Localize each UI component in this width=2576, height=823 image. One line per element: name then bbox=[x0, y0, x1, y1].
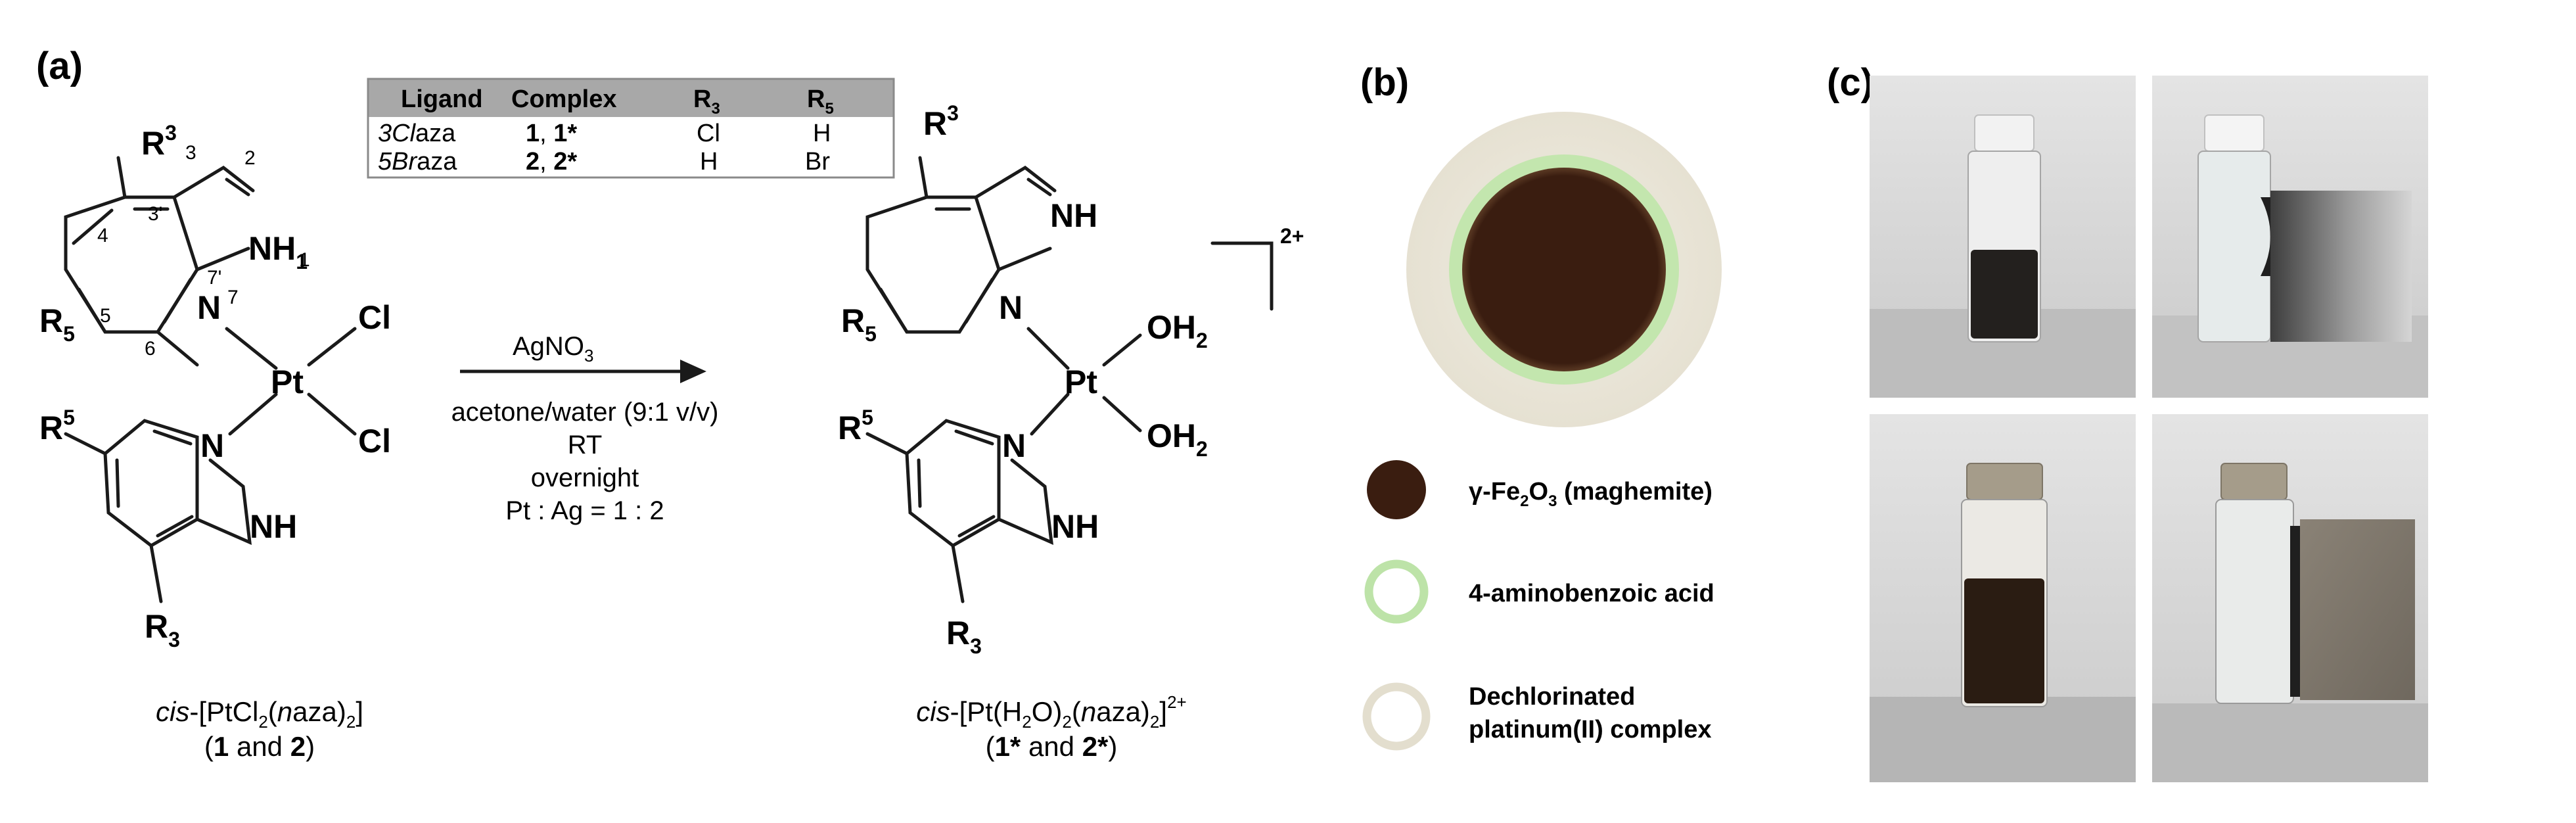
product-charge: 2+ bbox=[1280, 224, 1304, 248]
panel-label-b: (b) bbox=[1360, 61, 1409, 104]
vial-liquid bbox=[1964, 578, 2044, 703]
photo-vial-magnet-2 bbox=[2152, 414, 2428, 782]
reagent-label: AgNO3 bbox=[513, 332, 593, 365]
table-row-1-ligand: 3Claza bbox=[378, 120, 456, 147]
panel-label-c: (c) bbox=[1827, 61, 1874, 104]
nanoparticle-illustration bbox=[1406, 112, 1722, 427]
legend-label-core: γ-Fe2O3 (maghemite) bbox=[1469, 478, 1713, 510]
table-row-2-ligand: 5Braza bbox=[378, 148, 457, 176]
vial-cap bbox=[1966, 463, 2043, 500]
photo-vial-magnet-1 bbox=[2152, 76, 2428, 398]
vial-liquid bbox=[1971, 250, 2038, 339]
photo-vial-dispersed bbox=[1870, 76, 2136, 398]
condition-ratio: Pt : Ag = 1 : 2 bbox=[505, 496, 664, 525]
product-r3-top: R3 bbox=[923, 101, 959, 142]
ring-number-1: 1 bbox=[299, 249, 310, 271]
legend-swatch-shell bbox=[1364, 559, 1429, 624]
product-oh2-top: OH2 bbox=[1147, 309, 1208, 352]
vial-glass bbox=[2197, 151, 2271, 342]
product-r5-left: R5 bbox=[841, 302, 877, 346]
product-n-top: N bbox=[999, 289, 1023, 326]
reactant-cl-top: Cl bbox=[358, 299, 391, 336]
ring-number-4: 4 bbox=[97, 225, 108, 247]
ring-number-5: 5 bbox=[100, 305, 111, 327]
product-r3-bottom: R3 bbox=[946, 615, 982, 658]
reactant-r3-bottom: R3 bbox=[145, 608, 180, 651]
product-nh-top: NH bbox=[1050, 197, 1097, 234]
ring-number-7: 7 bbox=[227, 287, 239, 308]
legend-swatch-outer bbox=[1362, 682, 1431, 751]
table-row-2-r3: H bbox=[700, 148, 718, 176]
table-row-1-r3: Cl bbox=[697, 120, 720, 147]
legend-label-outer-line1: Dechlorinated bbox=[1469, 683, 1635, 711]
legend: γ-Fe2O3 (maghemite) 4-aminobenzoic acid … bbox=[1362, 460, 1714, 751]
reactant-nh-lower: NH bbox=[250, 508, 297, 545]
legend-label-shell: 4-aminobenzoic acid bbox=[1469, 580, 1714, 607]
condition-temperature: RT bbox=[568, 431, 603, 459]
legend-label-outer-line2: platinum(II) complex bbox=[1469, 716, 1711, 743]
vial-glass bbox=[2215, 499, 2294, 704]
product-caption: cis-[Pt(H2O)2(naza)2]2+ bbox=[916, 692, 1186, 732]
table-header-complex: Complex bbox=[511, 85, 616, 113]
reactant-r5-left: R5 bbox=[39, 302, 75, 346]
arrow-head bbox=[680, 360, 706, 383]
magnet bbox=[2270, 191, 2412, 342]
product-oh2-bottom: OH2 bbox=[1147, 417, 1208, 461]
reactant-caption: cis-[PtCl2(naza)2] bbox=[156, 696, 363, 732]
table-row-2-r5: Br bbox=[805, 148, 830, 176]
legend-swatch-core bbox=[1367, 460, 1426, 519]
table-row-2-complex: 2, 2* bbox=[526, 148, 577, 176]
table-header-ligand: Ligand bbox=[401, 85, 483, 113]
ring-number-2: 2 bbox=[244, 147, 256, 169]
reactant-caption-line2: (1 and 2) bbox=[204, 731, 315, 762]
table-row-1-complex: 1, 1* bbox=[526, 120, 577, 147]
reactant-n7-bottom: N bbox=[200, 427, 224, 464]
nanoparticle-core bbox=[1462, 168, 1666, 371]
table-frame bbox=[367, 78, 895, 179]
product-n-bottom: N bbox=[1002, 427, 1026, 464]
reactant-r3-top: R3 bbox=[141, 121, 177, 162]
table-header-r3: R3 bbox=[693, 85, 720, 118]
table-header-bg bbox=[368, 79, 894, 117]
reactant-pt: Pt bbox=[271, 364, 304, 400]
product-structure: R3 NH N R5 Pt OH2 OH2 N R5 NH R3 2+ bbox=[838, 101, 1304, 658]
photo-vial-dispersed-2 bbox=[1870, 414, 2136, 782]
reactant-n7-top: N bbox=[197, 289, 221, 326]
reactant-cl-bottom: Cl bbox=[358, 423, 391, 459]
reactant-structure: R3 NH1 N R5 3 2 1 3' 4 5 6 7 7' Pt Cl Cl… bbox=[39, 121, 391, 651]
vial-cap bbox=[2220, 463, 2288, 500]
reaction-arrow: AgNO3 acetone/water (9:1 v/v) RT overnig… bbox=[451, 332, 719, 525]
condition-time: overnight bbox=[531, 463, 639, 492]
panel-label-a: (a) bbox=[36, 45, 83, 87]
reactant-nh1: NH1 bbox=[248, 230, 308, 273]
charge-bracket bbox=[1210, 241, 1274, 311]
product-pt: Pt bbox=[1065, 364, 1097, 400]
magnet bbox=[2300, 519, 2415, 700]
ring-number-3: 3 bbox=[185, 142, 196, 164]
product-r5-lower: R5 bbox=[838, 406, 873, 446]
ring-number-3prime: 3' bbox=[148, 203, 162, 225]
table-header-r5: R5 bbox=[807, 85, 834, 118]
ring-number-7prime: 7' bbox=[207, 267, 221, 289]
reactant-r5-lower: R5 bbox=[39, 406, 75, 446]
vial-cap bbox=[1974, 114, 2035, 152]
ring-number-6: 6 bbox=[145, 338, 156, 360]
product-caption-line2: (1* and 2*) bbox=[986, 731, 1118, 762]
collected-particles bbox=[2290, 526, 2300, 697]
vial-cap bbox=[2204, 114, 2265, 152]
condition-solvent: acetone/water (9:1 v/v) bbox=[451, 398, 719, 427]
product-nh-bottom: NH bbox=[1051, 508, 1099, 545]
table-row-1-r5: H bbox=[813, 120, 831, 147]
substituent-table: Ligand Complex R3 R5 3Claza 1, 1* Cl H 5… bbox=[367, 78, 895, 179]
